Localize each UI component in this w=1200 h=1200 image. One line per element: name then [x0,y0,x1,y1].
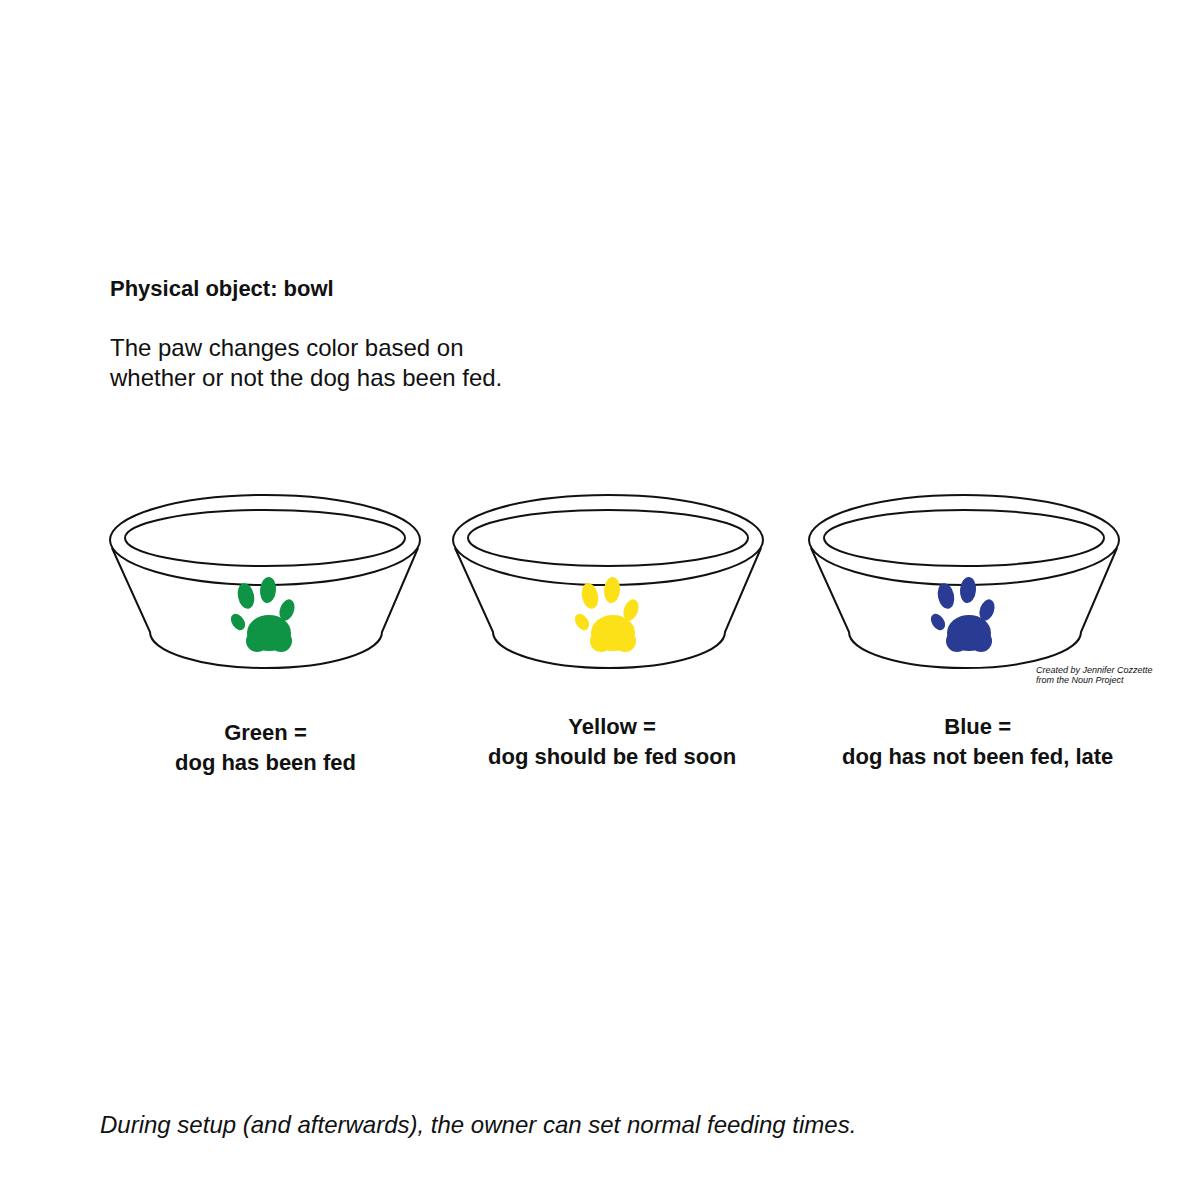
paw-part [959,576,977,603]
paw-part [590,630,612,652]
caption: During setup (and afterwards), the owner… [100,1110,856,1140]
paw-part [947,615,991,651]
title: Physical object: bowl [110,276,334,302]
paw-part [259,576,277,603]
paw-part [579,582,600,611]
bowl-outline [453,495,763,668]
legend-text: Yellow = dog should be fed soon [488,712,736,772]
paw-part [946,630,968,652]
paw-part [270,630,292,652]
paw-part [246,630,268,652]
paw-part [247,615,291,651]
legend-text: Green = dog has been fed [175,718,356,778]
paw-part [614,630,636,652]
paw-part [935,582,956,611]
paw-part [235,582,256,611]
paw-swatch [228,576,297,652]
paw-swatch [928,576,997,652]
bowl-outline [809,495,1119,668]
paw-part [572,611,592,633]
credit-text: Created by Jennifer Cozzette from the No… [1036,665,1153,685]
paw-part [928,611,948,633]
paw-part [970,630,992,652]
paw-swatch [572,576,641,652]
legend-text: Blue = dog has not been fed, late [842,712,1113,772]
paw-part [228,611,248,633]
paw-part [591,615,635,651]
paw-part [603,576,621,603]
description-text: The paw changes color based on whether o… [110,333,502,393]
bowl-outline [110,495,420,668]
